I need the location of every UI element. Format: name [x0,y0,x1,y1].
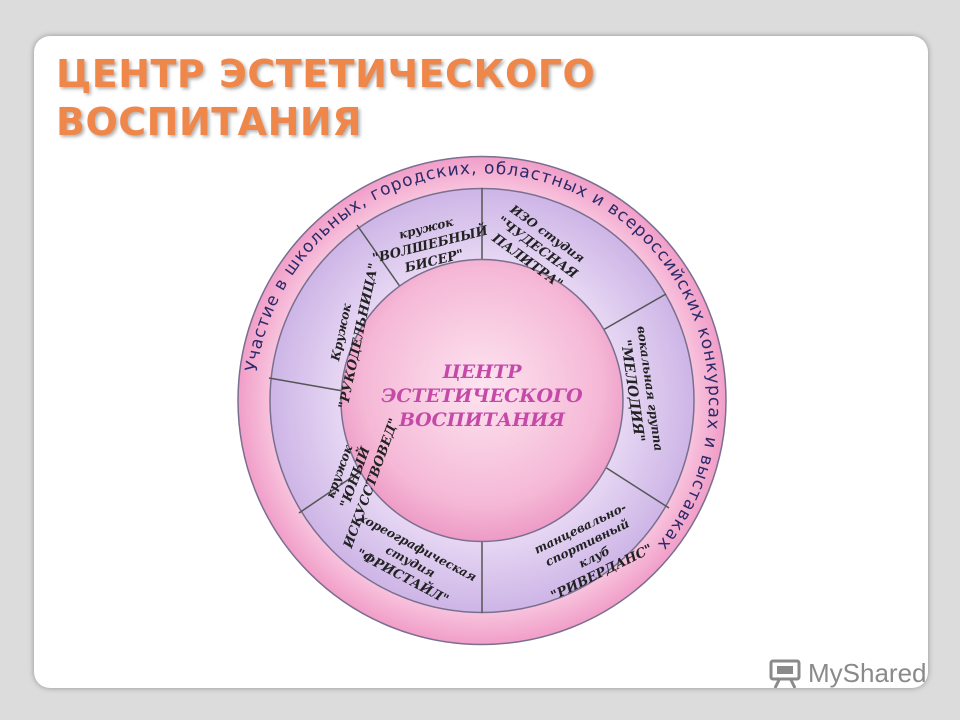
myshared-logo: MyShared [768,658,927,688]
segment-dividers [268,188,670,613]
slide: ЦЕНТР ЭСТЕТИЧЕСКОГО ВОСПИТАНИЯ [34,36,928,688]
slide-title-line1: ЦЕНТР ЭСТЕТИЧЕСКОГО [56,52,596,96]
center-label-line: ЦЕНТР [441,361,522,383]
divider-line [602,293,667,331]
logo-text: MyShared [808,658,927,688]
center-label-line: ЭСТЕТИЧЕСКОГО [381,385,583,407]
center-circle [340,258,624,543]
divider-line [604,466,670,509]
center-label: ЦЕНТР ЭСТЕТИЧЕСКОГО ВОСПИТАНИЯ [381,361,583,431]
divider-line [268,377,344,392]
projector-screen-icon [769,659,801,688]
slide-title: ЦЕНТР ЭСТЕТИЧЕСКОГО ВОСПИТАНИЯ [56,50,595,146]
divider-line [298,470,362,514]
aesthetic-education-wheel: ЦЕНТР ЭСТЕТИЧЕСКОГО ВОСПИТАНИЯ кружок "В… [237,155,727,646]
center-label-line: ВОСПИТАНИЯ [398,409,566,431]
divider-line [356,224,402,289]
slide-title-line2: ВОСПИТАНИЯ [56,100,362,144]
